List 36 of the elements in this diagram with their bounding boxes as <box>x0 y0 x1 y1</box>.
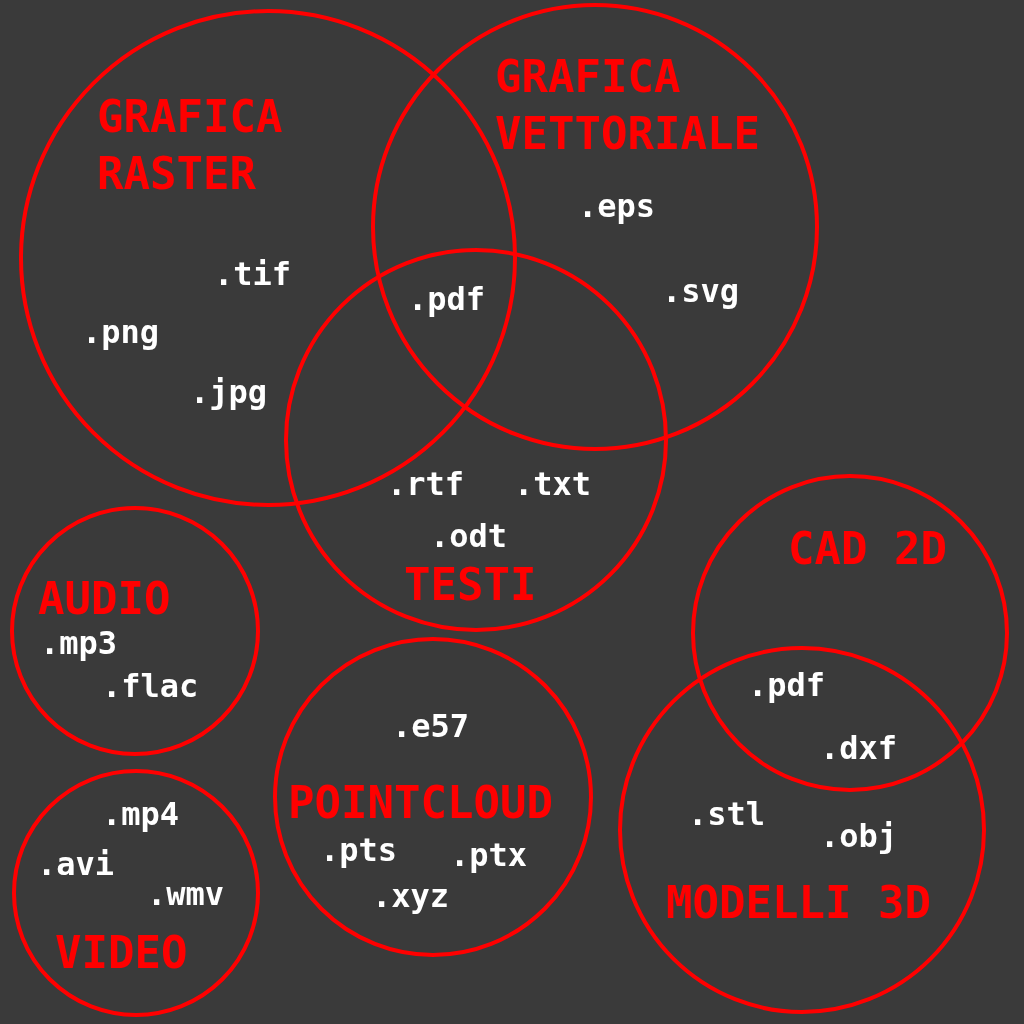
category-circle <box>617 645 987 1015</box>
file-extension: .tif <box>214 255 292 294</box>
file-extension: .pdf <box>748 666 826 705</box>
file-extension: .eps <box>578 187 656 226</box>
file-extension: .ptx <box>450 836 528 875</box>
category-title: CAD 2D <box>788 522 947 576</box>
file-extension: .flac <box>102 667 199 706</box>
file-extension: .mp3 <box>40 624 118 663</box>
category-title: TESTI <box>404 558 537 612</box>
category-title: VIDEO <box>55 926 188 980</box>
category-circle <box>11 768 261 1018</box>
category-title: MODELLI 3D <box>666 876 931 930</box>
file-extension: .pts <box>320 831 398 870</box>
file-extension: .mp4 <box>102 795 180 834</box>
category-title: GRAFICA VETTORIALE <box>495 50 761 162</box>
category-circle <box>272 636 594 958</box>
file-extension: .svg <box>662 272 740 311</box>
file-extension: .odt <box>430 517 508 556</box>
file-extension: .pdf <box>408 280 486 319</box>
file-extension: .dxf <box>820 729 898 768</box>
file-extension: .obj <box>820 817 898 856</box>
file-extension: .txt <box>514 465 592 504</box>
file-extension: .e57 <box>392 707 470 746</box>
category-title: AUDIO <box>38 572 171 626</box>
category-circle <box>690 473 1010 793</box>
file-extension: .rtf <box>387 465 465 504</box>
category-circle <box>370 2 820 452</box>
category-circle <box>9 505 261 757</box>
category-title: POINTCLOUD <box>288 776 553 830</box>
file-extension: .wmv <box>147 875 225 914</box>
file-extension: .avi <box>37 845 115 884</box>
category-title: GRAFICA RASTER <box>97 90 284 202</box>
file-extension: .png <box>82 313 160 352</box>
file-extension: .xyz <box>372 877 450 916</box>
file-extension: .jpg <box>190 373 268 412</box>
file-extension: .stl <box>688 795 766 834</box>
